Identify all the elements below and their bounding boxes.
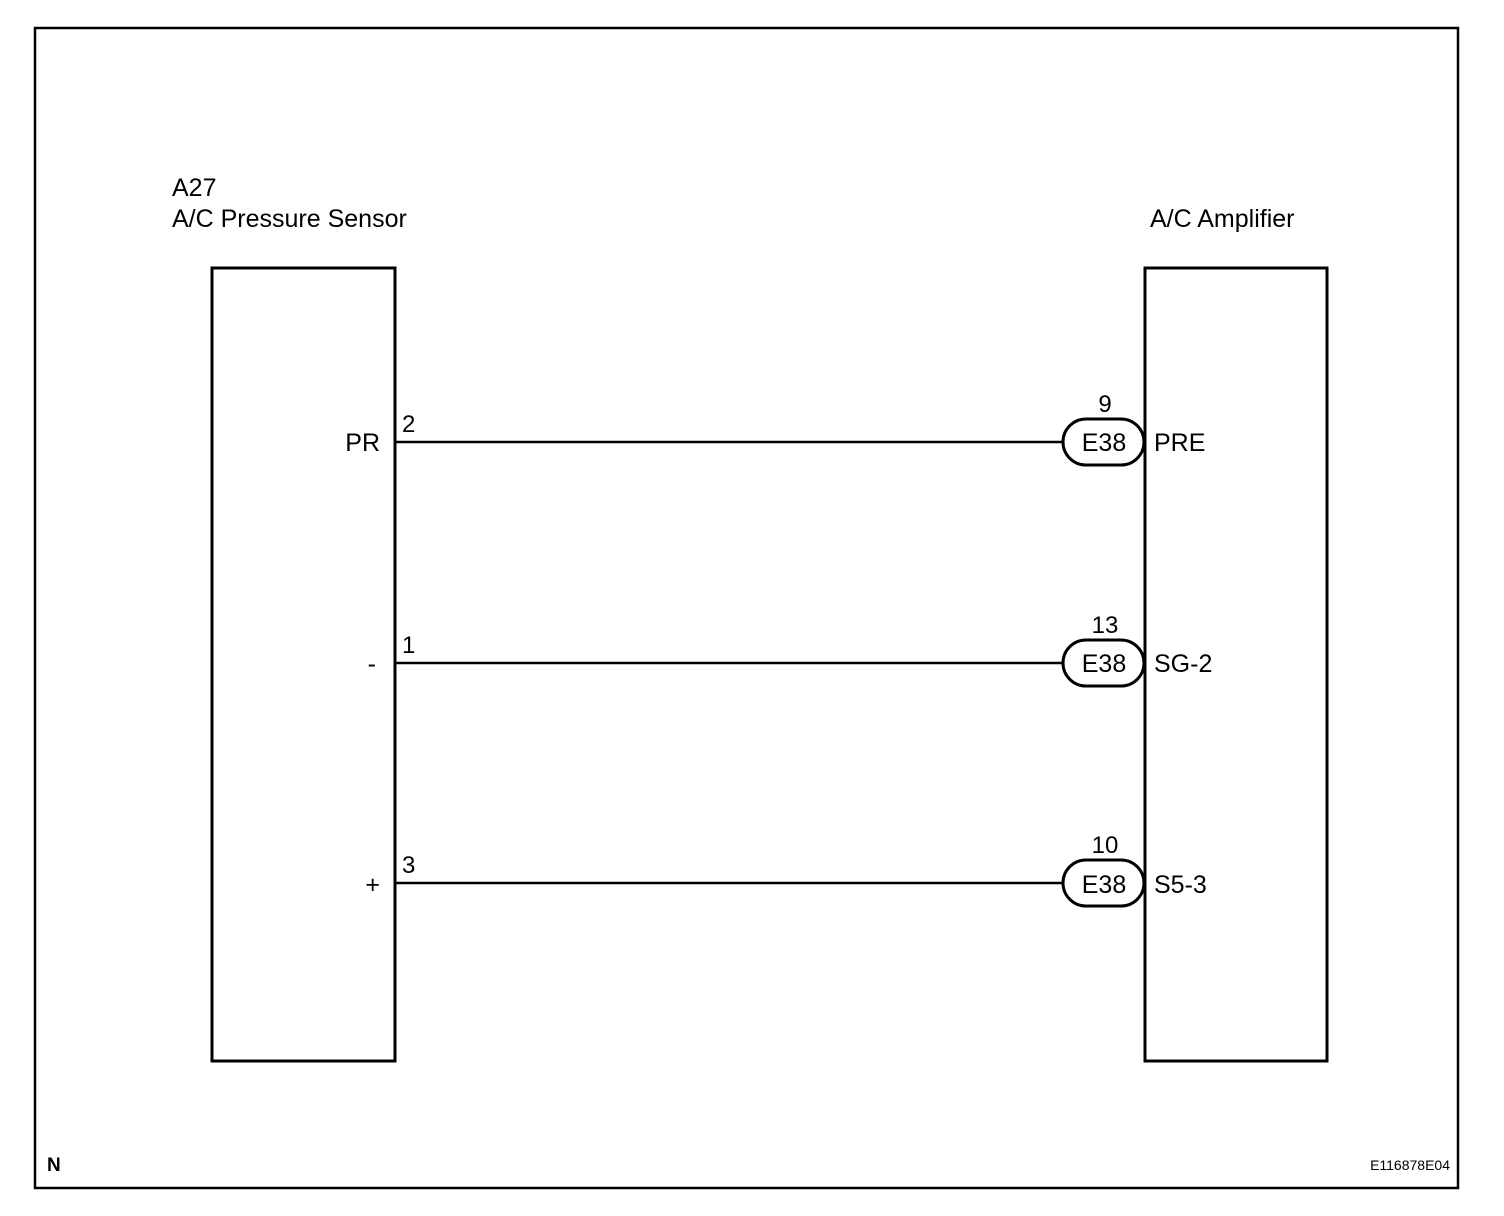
amp-pin-number: 13 <box>1092 612 1119 639</box>
wire-row: 2 PR 9 E38 PRE <box>345 391 1205 467</box>
amplifier-name: A/C Amplifier <box>1150 205 1294 233</box>
amp-pin-number: 10 <box>1092 832 1119 859</box>
sensor-code: A27 <box>172 174 216 202</box>
sensor-name: A/C Pressure Sensor <box>172 205 407 233</box>
sensor-pin-number: 1 <box>402 632 415 659</box>
connector-e38-shape <box>1061 858 1146 908</box>
sensor-terminal-label: + <box>365 871 380 899</box>
connector-e38-shape <box>1061 417 1146 467</box>
sensor-pin-number: 3 <box>402 852 415 879</box>
sensor-box <box>210 266 397 1063</box>
amp-pin-number: 9 <box>1098 391 1111 418</box>
sensor-pin-number: 2 <box>402 411 415 438</box>
connector-label: E38 <box>1082 871 1126 899</box>
amp-terminal-label: SG-2 <box>1154 650 1212 678</box>
wire-row: 1 - 13 E38 SG-2 <box>368 612 1212 688</box>
connector-label: E38 <box>1082 650 1126 678</box>
sensor-terminal-label: - <box>368 650 376 678</box>
footer-left-mark: N <box>47 1155 61 1176</box>
connector-label: E38 <box>1082 429 1126 457</box>
sensor-terminal-label: PR <box>345 429 380 457</box>
connector-e38-shape <box>1061 638 1146 688</box>
wire-row: 3 + 10 E38 S5-3 <box>365 832 1207 908</box>
diagram-frame <box>33 26 1460 1190</box>
amp-terminal-label: PRE <box>1154 429 1205 457</box>
amp-terminal-label: S5-3 <box>1154 871 1207 899</box>
figure-id: E116878E04 <box>1370 1157 1450 1173</box>
